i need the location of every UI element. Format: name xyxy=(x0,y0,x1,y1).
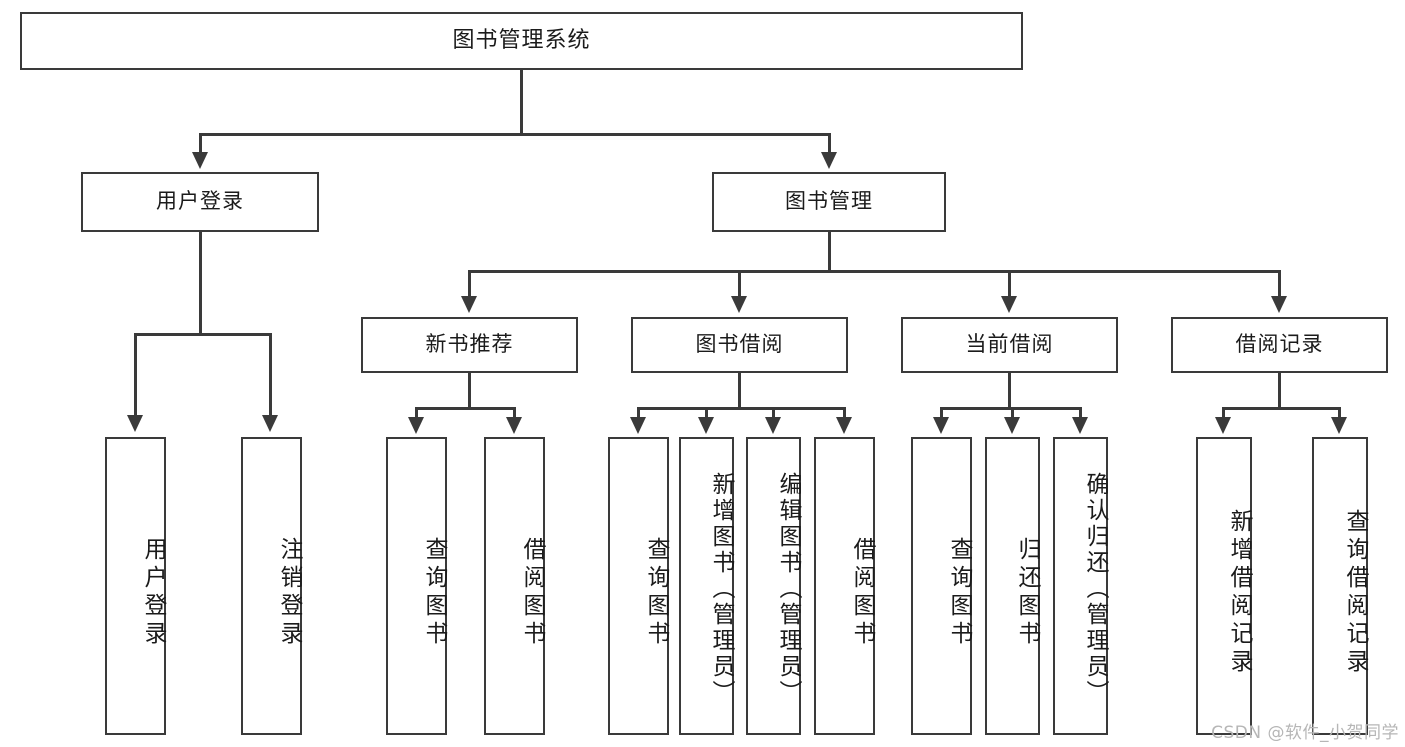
leaf-query-book-recommendation[interactable]: 查询图书 xyxy=(386,437,447,735)
connector-current-borrow-stem xyxy=(1008,373,1011,409)
node-label: 图书管理 xyxy=(785,189,873,214)
leaf-add-borrow-record[interactable]: 新增借阅记录 xyxy=(1196,437,1252,735)
node-label: 查询图书 xyxy=(421,537,447,649)
node-book-manage[interactable]: 图书管理 xyxy=(712,172,946,232)
connector-book-borrow-stem xyxy=(738,373,741,409)
leaf-borrow-book[interactable]: 借阅图书 xyxy=(814,437,875,735)
arrow-borrow-record-to-leaf-2 xyxy=(1331,417,1347,434)
node-label: 借阅图书 xyxy=(849,537,875,649)
connector-borrow-record-stem xyxy=(1278,373,1281,409)
arrow-current-borrow-to-leaf-3 xyxy=(1072,417,1088,434)
node-label: 用户登录 xyxy=(156,189,244,214)
leaf-query-book-current[interactable]: 查询图书 xyxy=(911,437,972,735)
connector-root-stem xyxy=(520,70,523,135)
node-label: 新增借阅记录 xyxy=(1226,509,1252,677)
connector-current-borrow-to-leaf-2 xyxy=(1011,407,1014,419)
node-user-login[interactable]: 用户登录 xyxy=(81,172,319,232)
connector-book-manage-to-borrow-record xyxy=(1278,270,1281,298)
arrow-to-book-borrow xyxy=(731,296,747,313)
leaf-borrow-book-recommendation[interactable]: 借阅图书 xyxy=(484,437,545,735)
connector-new-book-rec-to-leaf-2 xyxy=(513,407,516,419)
leaf-user-login[interactable]: 用户登录 xyxy=(105,437,166,735)
connector-root-to-user-login xyxy=(199,133,202,155)
connector-book-manage-bus xyxy=(468,270,1280,273)
connector-current-borrow-to-leaf-1 xyxy=(940,407,943,419)
connector-root-to-book-manage xyxy=(828,133,831,155)
arrow-user-login-to-leaf-2 xyxy=(262,415,278,432)
arrow-book-borrow-to-leaf-4 xyxy=(836,417,852,434)
arrow-new-book-rec-to-leaf-2 xyxy=(506,417,522,434)
node-label: 图书管理系统 xyxy=(452,27,591,53)
node-label: 当前借阅 xyxy=(965,332,1054,357)
connector-book-manage-to-new-book-rec xyxy=(468,270,471,298)
node-label: 新书推荐 xyxy=(425,332,514,357)
connector-book-borrow-to-leaf-2 xyxy=(705,407,708,419)
arrow-book-borrow-to-leaf-2 xyxy=(698,417,714,434)
arrow-root-to-book-manage xyxy=(821,152,837,169)
leaf-query-book-borrow[interactable]: 查询图书 xyxy=(608,437,669,735)
node-label: 查询图书 xyxy=(643,537,669,649)
node-label: 查询借阅记录 xyxy=(1342,509,1368,677)
arrow-root-to-user-login xyxy=(192,152,208,169)
node-current-borrow[interactable]: 当前借阅 xyxy=(901,317,1118,373)
arrow-new-book-rec-to-leaf-1 xyxy=(408,417,424,434)
connector-new-book-rec-stem xyxy=(468,373,471,409)
arrow-book-borrow-to-leaf-3 xyxy=(765,417,781,434)
connector-book-manage-stem xyxy=(828,232,831,272)
leaf-user-logout[interactable]: 注销登录 xyxy=(241,437,302,735)
connector-borrow-record-bus xyxy=(1222,407,1340,410)
leaf-query-borrow-record[interactable]: 查询借阅记录 xyxy=(1312,437,1368,735)
connector-user-login-to-leaf-2 xyxy=(269,333,272,417)
leaf-edit-book-admin[interactable]: 编辑图书（管理员） xyxy=(746,437,801,735)
connector-new-book-rec-bus xyxy=(415,407,516,410)
connector-book-borrow-to-leaf-1 xyxy=(637,407,640,419)
connector-borrow-record-to-leaf-1 xyxy=(1222,407,1225,419)
connector-book-manage-to-book-borrow xyxy=(738,270,741,298)
connector-current-borrow-to-leaf-3 xyxy=(1079,407,1082,419)
connector-current-borrow-bus xyxy=(940,407,1081,410)
node-label: 编辑图书（管理员） xyxy=(775,472,801,706)
connector-user-login-bus xyxy=(134,333,271,336)
node-root-book-management-system[interactable]: 图书管理系统 xyxy=(20,12,1023,70)
connector-root-bus xyxy=(199,133,830,136)
connector-book-manage-to-current-borrow xyxy=(1008,270,1011,298)
node-label: 查询图书 xyxy=(946,537,972,649)
csdn-watermark: CSDN @软件_小贺同学 xyxy=(1211,723,1399,743)
node-label: 确认归还（管理员） xyxy=(1082,472,1108,706)
node-label: 图书借阅 xyxy=(695,332,784,357)
arrow-borrow-record-to-leaf-1 xyxy=(1215,417,1231,434)
node-label: 用户登录 xyxy=(140,537,166,649)
arrow-to-new-book-rec xyxy=(461,296,477,313)
connector-user-login-to-leaf-1 xyxy=(134,333,137,417)
connector-book-borrow-to-leaf-4 xyxy=(843,407,846,419)
arrow-book-borrow-to-leaf-1 xyxy=(630,417,646,434)
connector-book-borrow-to-leaf-3 xyxy=(772,407,775,419)
node-label: 归还图书 xyxy=(1014,537,1040,649)
leaf-confirm-return-admin[interactable]: 确认归还（管理员） xyxy=(1053,437,1108,735)
node-label: 注销登录 xyxy=(276,537,302,649)
node-label: 借阅记录 xyxy=(1235,332,1324,357)
node-label: 新增图书（管理员） xyxy=(708,472,734,706)
arrow-to-borrow-record xyxy=(1271,296,1287,313)
connector-book-borrow-bus xyxy=(637,407,845,410)
arrow-to-current-borrow xyxy=(1001,296,1017,313)
arrow-current-borrow-to-leaf-2 xyxy=(1004,417,1020,434)
connector-user-login-stem xyxy=(199,232,202,335)
node-borrow-record[interactable]: 借阅记录 xyxy=(1171,317,1388,373)
connector-borrow-record-to-leaf-2 xyxy=(1338,407,1341,419)
leaf-add-book-admin[interactable]: 新增图书（管理员） xyxy=(679,437,734,735)
leaf-return-book[interactable]: 归还图书 xyxy=(985,437,1040,735)
arrow-current-borrow-to-leaf-1 xyxy=(933,417,949,434)
node-book-borrow[interactable]: 图书借阅 xyxy=(631,317,848,373)
arrow-user-login-to-leaf-1 xyxy=(127,415,143,432)
connector-new-book-rec-to-leaf-1 xyxy=(415,407,418,419)
node-new-book-recommendation[interactable]: 新书推荐 xyxy=(361,317,578,373)
node-label: 借阅图书 xyxy=(519,537,545,649)
